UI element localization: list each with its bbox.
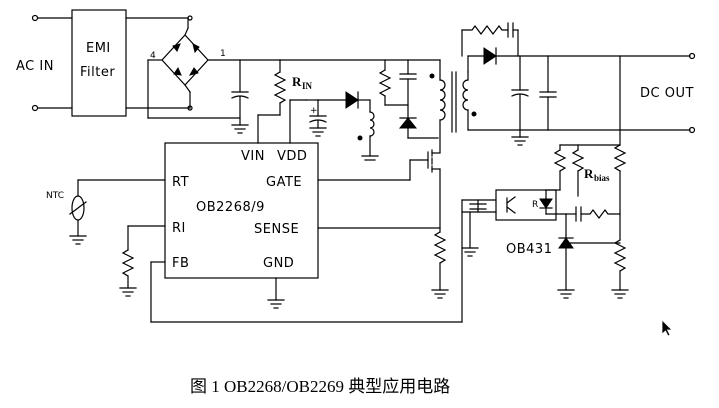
emi-label: EMI	[86, 41, 111, 56]
feedback-divider: R bias	[553, 55, 629, 299]
snubber-network	[378, 59, 439, 139]
opto-r-label: R	[532, 200, 538, 210]
ntc-label: NTC	[46, 191, 64, 201]
bulk-capacitor	[231, 59, 249, 134]
feedback-loop	[150, 199, 487, 323]
chip-name: OB2268/9	[196, 200, 265, 215]
bridge-pin4: 4	[150, 51, 156, 61]
pin-fb: FB	[172, 256, 189, 271]
pin-sense: SENSE	[254, 222, 299, 237]
pin-vdd: VDD	[277, 149, 307, 164]
ac-in-label: AC IN	[16, 59, 54, 74]
bridge-rectifier: 4 1	[147, 17, 281, 119]
pin-rt: RT	[172, 175, 189, 190]
emi-filter: EMI Filter	[71, 9, 193, 117]
rbias-sub-label: bias	[594, 173, 610, 183]
aux-cap-plus: +	[310, 106, 318, 116]
transformer	[429, 55, 521, 153]
ob431-label: OB431	[506, 242, 552, 257]
rin-sub-label: IN	[302, 81, 313, 91]
pin-gate: GATE	[266, 175, 302, 190]
output-rectifier	[461, 22, 691, 65]
bridge-pin1: 1	[220, 49, 226, 59]
dc-output: DC OUT	[640, 52, 696, 134]
filter-label: Filter	[80, 65, 115, 80]
ri-resistor	[119, 225, 166, 297]
pin-ri: RI	[172, 221, 186, 236]
pin-gnd: GND	[263, 256, 294, 271]
rbias-label: R	[584, 166, 594, 181]
rin-label: R	[292, 74, 302, 89]
ac-input-section: AC IN	[16, 14, 73, 112]
pin-vin: VIN	[241, 149, 265, 164]
rin-resistor: R IN	[257, 59, 313, 144]
output-capacitors	[511, 55, 691, 146]
figure-caption: 图 1 OB2268/OB2269 典型应用电路	[190, 377, 450, 396]
mouse-cursor-icon	[661, 319, 673, 337]
auxiliary-supply: +	[289, 91, 379, 161]
optocoupler: R	[461, 189, 567, 323]
dc-out-label: DC OUT	[640, 86, 694, 101]
ntc-thermistor: NTC	[46, 179, 166, 245]
power-mosfet	[317, 149, 449, 299]
controller-ic: VIN VDD RT GATE OB2268/9 RI SENSE FB GND	[164, 142, 319, 309]
ob431-regulator: OB431	[506, 206, 621, 299]
